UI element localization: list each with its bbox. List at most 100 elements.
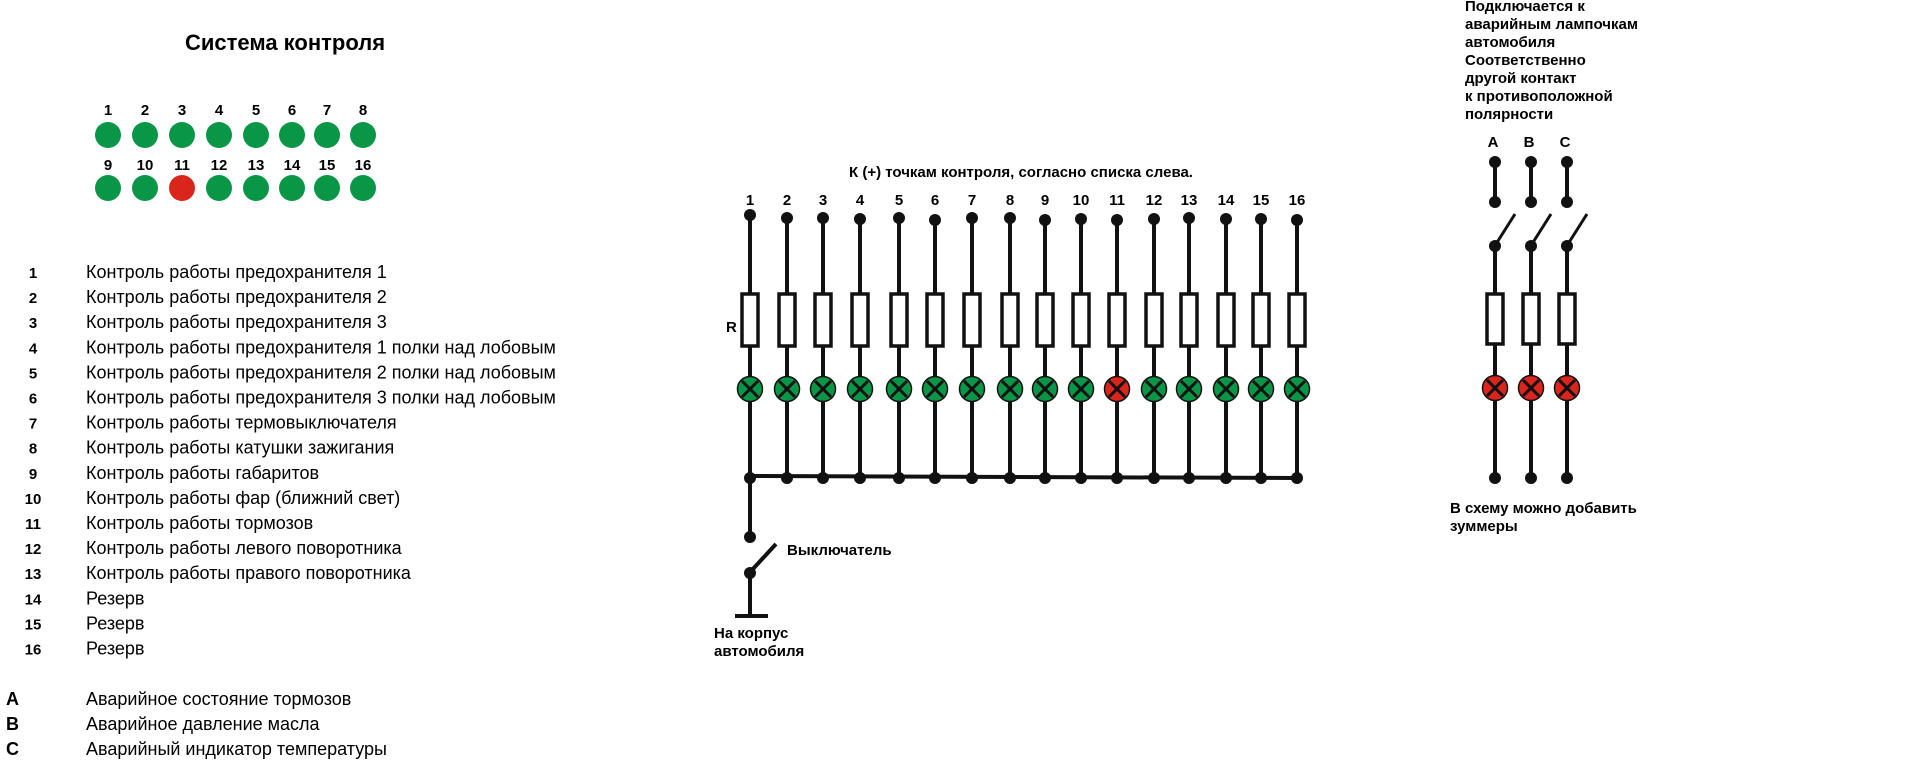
circuit-column-2: 2 bbox=[773, 192, 801, 484]
circuit-column-3: 3 bbox=[809, 192, 837, 484]
resistor bbox=[1144, 292, 1164, 348]
indicator-led-16 bbox=[350, 175, 376, 201]
lamp-cross bbox=[1071, 379, 1091, 399]
legend-text: Резерв bbox=[86, 639, 144, 659]
legend-text: Контроль работы предохранителя 3 bbox=[86, 312, 387, 332]
legend-text: Контроль работы предохранителя 2 bbox=[86, 287, 387, 307]
lamp-A bbox=[1481, 374, 1509, 402]
panel-number: 3 bbox=[178, 102, 186, 119]
circuit-column-16: 16 bbox=[1283, 192, 1311, 484]
alarm-column-letter: B bbox=[1524, 134, 1535, 151]
resistor bbox=[1557, 292, 1577, 346]
lamp-C bbox=[1553, 374, 1581, 402]
panel-number: 16 bbox=[355, 157, 372, 174]
switch-contact bbox=[1525, 196, 1537, 208]
indicator-led-13 bbox=[243, 175, 269, 201]
alarm-note-line: Подключается к bbox=[1465, 0, 1585, 15]
resistor bbox=[1107, 292, 1127, 348]
terminal-dot bbox=[1525, 472, 1537, 484]
legend-text: Контроль работы фар (ближний свет) bbox=[86, 488, 400, 508]
lamp-cross bbox=[777, 379, 797, 399]
column-number: 7 bbox=[968, 192, 976, 209]
lamp-cross bbox=[1557, 378, 1577, 398]
legend-index: 2 bbox=[29, 290, 37, 307]
legend-index: 16 bbox=[25, 642, 42, 659]
legend-text: Контроль работы габаритов bbox=[86, 463, 319, 483]
panel-number: 2 bbox=[141, 102, 149, 119]
lamp-cross bbox=[1521, 378, 1541, 398]
legend-index: 5 bbox=[29, 365, 37, 382]
column-number: 10 bbox=[1073, 192, 1090, 209]
terminal-dot bbox=[1561, 472, 1573, 484]
resistor bbox=[740, 292, 760, 348]
panel-number: 8 bbox=[359, 102, 367, 119]
alarm-legend-index: B bbox=[6, 714, 19, 734]
lamp-cross bbox=[1251, 379, 1271, 399]
column-number: 12 bbox=[1146, 192, 1163, 209]
alarm-switch-lever bbox=[1530, 213, 1553, 245]
panel-number: 14 bbox=[284, 157, 301, 174]
resistor bbox=[1521, 292, 1541, 346]
resistor bbox=[889, 292, 909, 348]
lamp-13 bbox=[1175, 375, 1203, 403]
panel-number: 15 bbox=[319, 157, 336, 174]
alarm-note-line: другой контакт bbox=[1465, 70, 1577, 87]
alarm-legend-text: Аварийный индикатор температуры bbox=[86, 739, 387, 759]
alarm-switch-lever bbox=[1566, 213, 1589, 245]
legend-index: 11 bbox=[25, 516, 41, 533]
circuit-header: К (+) точкам контроля, согласно списка с… bbox=[849, 164, 1193, 181]
indicator-led-4 bbox=[206, 122, 232, 148]
resistor bbox=[1251, 292, 1271, 348]
switch-label: Выключатель bbox=[787, 542, 892, 559]
page-title: Система контроля bbox=[185, 30, 385, 55]
circuit-column-4: 4 bbox=[846, 192, 874, 484]
alarm-note-line: к противоположной bbox=[1465, 88, 1613, 105]
indicator-led-11 bbox=[169, 175, 195, 201]
legend-index: 1 bbox=[29, 265, 37, 282]
lamp-16 bbox=[1283, 375, 1311, 403]
panel-number: 12 bbox=[211, 157, 228, 174]
legend-text: Контроль работы термовыключателя bbox=[86, 413, 397, 433]
alarm-column-A: A bbox=[1481, 134, 1517, 484]
lamp-7 bbox=[958, 375, 986, 403]
circuit-column-8: 8 bbox=[996, 192, 1024, 484]
column-number: 2 bbox=[783, 192, 791, 209]
indicator-led-7 bbox=[314, 122, 340, 148]
lamp-cross bbox=[740, 379, 760, 399]
circuit-column-13: 13 bbox=[1175, 192, 1203, 484]
indicator-led-9 bbox=[95, 175, 121, 201]
lamp-10 bbox=[1067, 375, 1095, 403]
legend-index: 13 bbox=[25, 566, 42, 583]
alarm-footer: В схему можно добавить bbox=[1450, 500, 1637, 517]
resistor bbox=[1035, 292, 1055, 348]
circuit-column-1: 1 bbox=[736, 192, 764, 484]
lamp-14 bbox=[1212, 375, 1240, 403]
terminal-dot bbox=[1489, 472, 1501, 484]
resistor bbox=[1216, 292, 1236, 348]
resistor bbox=[1179, 292, 1199, 348]
switch-contact bbox=[1561, 196, 1573, 208]
lamp-6 bbox=[921, 375, 949, 403]
circuit-column-11: 11 bbox=[1103, 192, 1131, 484]
legend-index: 12 bbox=[25, 541, 42, 558]
circuit-column-12: 12 bbox=[1140, 192, 1168, 484]
circuit-column-5: 5 bbox=[885, 192, 913, 484]
alarm-column-letter: A bbox=[1488, 134, 1499, 151]
circuit-column-7: 7 bbox=[958, 192, 986, 484]
column-number: 9 bbox=[1041, 192, 1049, 209]
panel-number: 4 bbox=[215, 102, 224, 119]
alarm-legend-index: C bbox=[6, 739, 19, 759]
panel-number: 6 bbox=[288, 102, 296, 119]
alarm-note-line: аварийным лампочкам bbox=[1465, 16, 1638, 33]
lamp-9 bbox=[1031, 375, 1059, 403]
legend-index: 15 bbox=[25, 616, 42, 633]
lamp-5 bbox=[885, 375, 913, 403]
panel-number: 5 bbox=[252, 102, 260, 119]
legend-text: Контроль работы левого поворотника bbox=[86, 538, 403, 558]
alarm-note-line: автомобиля bbox=[1465, 34, 1555, 51]
lamp-4 bbox=[846, 375, 874, 403]
column-number: 13 bbox=[1181, 192, 1198, 209]
lamp-B bbox=[1517, 374, 1545, 402]
indicator-led-3 bbox=[169, 122, 195, 148]
